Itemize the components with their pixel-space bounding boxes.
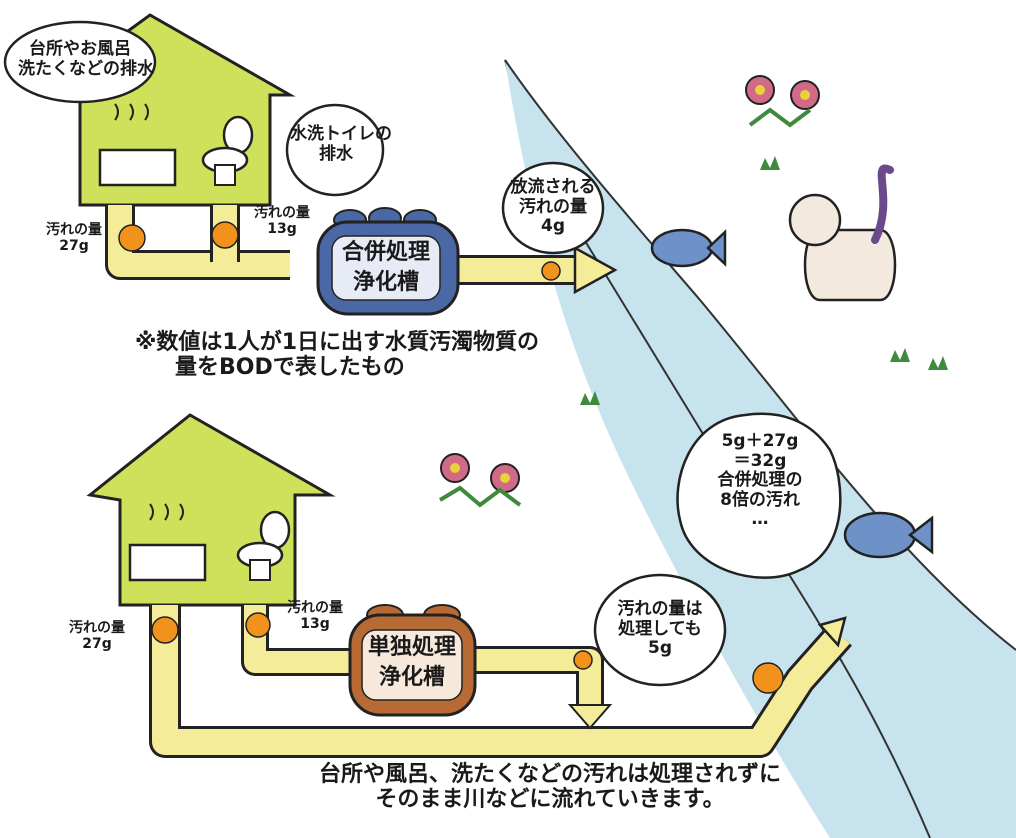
dirt-ball [752,662,784,694]
cat-icon [788,164,897,302]
dirt-ball [541,261,561,281]
calc-bubble [676,412,842,579]
release-bubble [501,161,605,255]
dirt-ball [211,221,239,249]
fish-icon [843,511,934,559]
single-tank-label: 単独処理浄化槽 [367,635,456,690]
combined-tank [316,207,460,316]
dirt-ball [151,616,179,644]
grass-icon [890,348,910,362]
top-pipes [105,205,618,295]
flower-icon [745,75,820,128]
grass-icon [928,356,948,370]
grass-icon [580,391,600,405]
dirt-ball [573,650,593,670]
dirt-ball [245,612,271,638]
house-bubble [3,20,157,104]
footer-text: 台所や風呂、洗たくなどの汚れは処理されずにそのまま川などに流れていきます。 [318,762,781,813]
single-tank [348,604,477,717]
dirt-ball [118,224,146,252]
grass-icon [760,156,780,170]
bottom-house [86,413,336,607]
fish-icon [650,228,727,268]
flower-icon [438,453,522,508]
bottom-pipes [149,605,852,758]
note-text: ※数値は1人が1日に出す水質汚濁物質の 量をBODで表したもの [135,330,540,381]
toilet-bubble-text: 水洗トイレの排水 [290,124,392,164]
calc-bubble-text: 5g＋27g ＝32g 合併処理の 8倍の汚れ … [717,431,803,530]
toilet-bubble [285,103,385,197]
house-bubble-text: 台所やお風呂洗たくなどの排水 [18,39,154,79]
combined-tank-label: 合併処理浄化槽 [341,240,430,295]
treated-bubble [593,573,727,687]
